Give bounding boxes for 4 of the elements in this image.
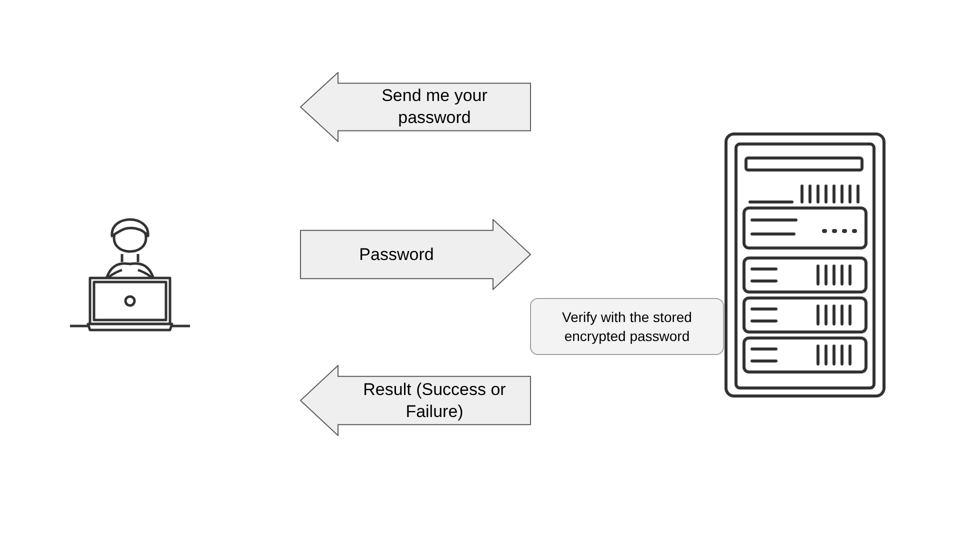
note-box: Verify with the stored encrypted password: [530, 298, 724, 355]
arrow-text: Password: [358, 244, 435, 266]
arrow-text: Send me your password: [380, 85, 488, 129]
arrow-text: Result (Success or Failure): [362, 378, 507, 422]
